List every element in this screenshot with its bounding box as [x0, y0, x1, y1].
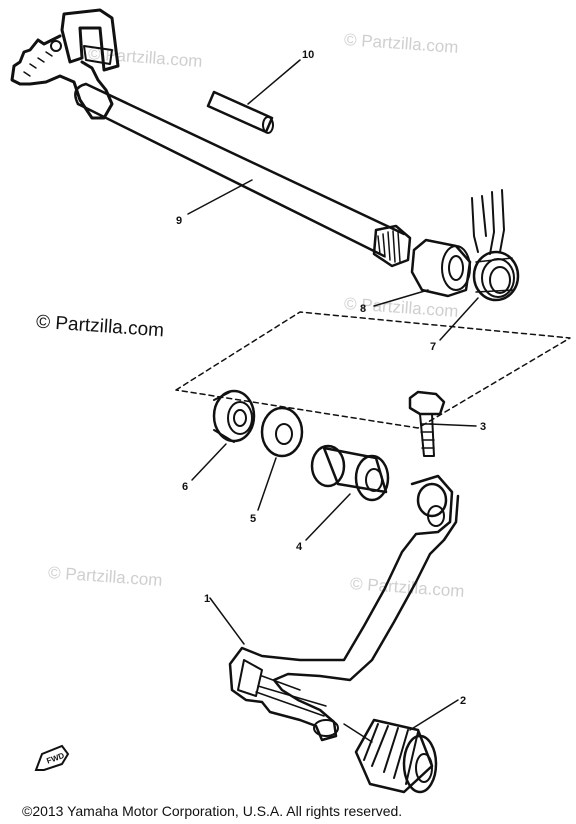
callout-10: 10: [302, 49, 314, 61]
fwd-arrow-icon: FWD: [34, 742, 70, 777]
callout-1: 1: [204, 593, 210, 605]
collar-part-4: [310, 444, 390, 502]
callout-7: 7: [430, 341, 436, 353]
callout-8: 8: [360, 303, 366, 315]
collar-part-10: [206, 90, 274, 134]
oil-seal-part-6: [212, 389, 256, 443]
bolt-part-3: [408, 390, 446, 457]
bushing-part-8: [410, 238, 472, 298]
callout-5: 5: [250, 513, 256, 525]
callout-4: 4: [296, 541, 303, 553]
callout-6: 6: [182, 481, 188, 493]
callout-2: 2: [460, 695, 466, 707]
shift-shaft: [10, 8, 412, 268]
callout-3: 3: [480, 421, 486, 433]
callout-9: 9: [176, 215, 182, 227]
washer-part-5: [260, 406, 304, 458]
callout-leaders: [187, 59, 479, 731]
copyright-notice: ©2013 Yamaha Motor Corporation, U.S.A. A…: [22, 803, 403, 819]
spring-part-7: [471, 189, 520, 302]
shift-pedal-part-1: [228, 474, 460, 742]
pedal-rubber-part-2: [343, 718, 438, 794]
